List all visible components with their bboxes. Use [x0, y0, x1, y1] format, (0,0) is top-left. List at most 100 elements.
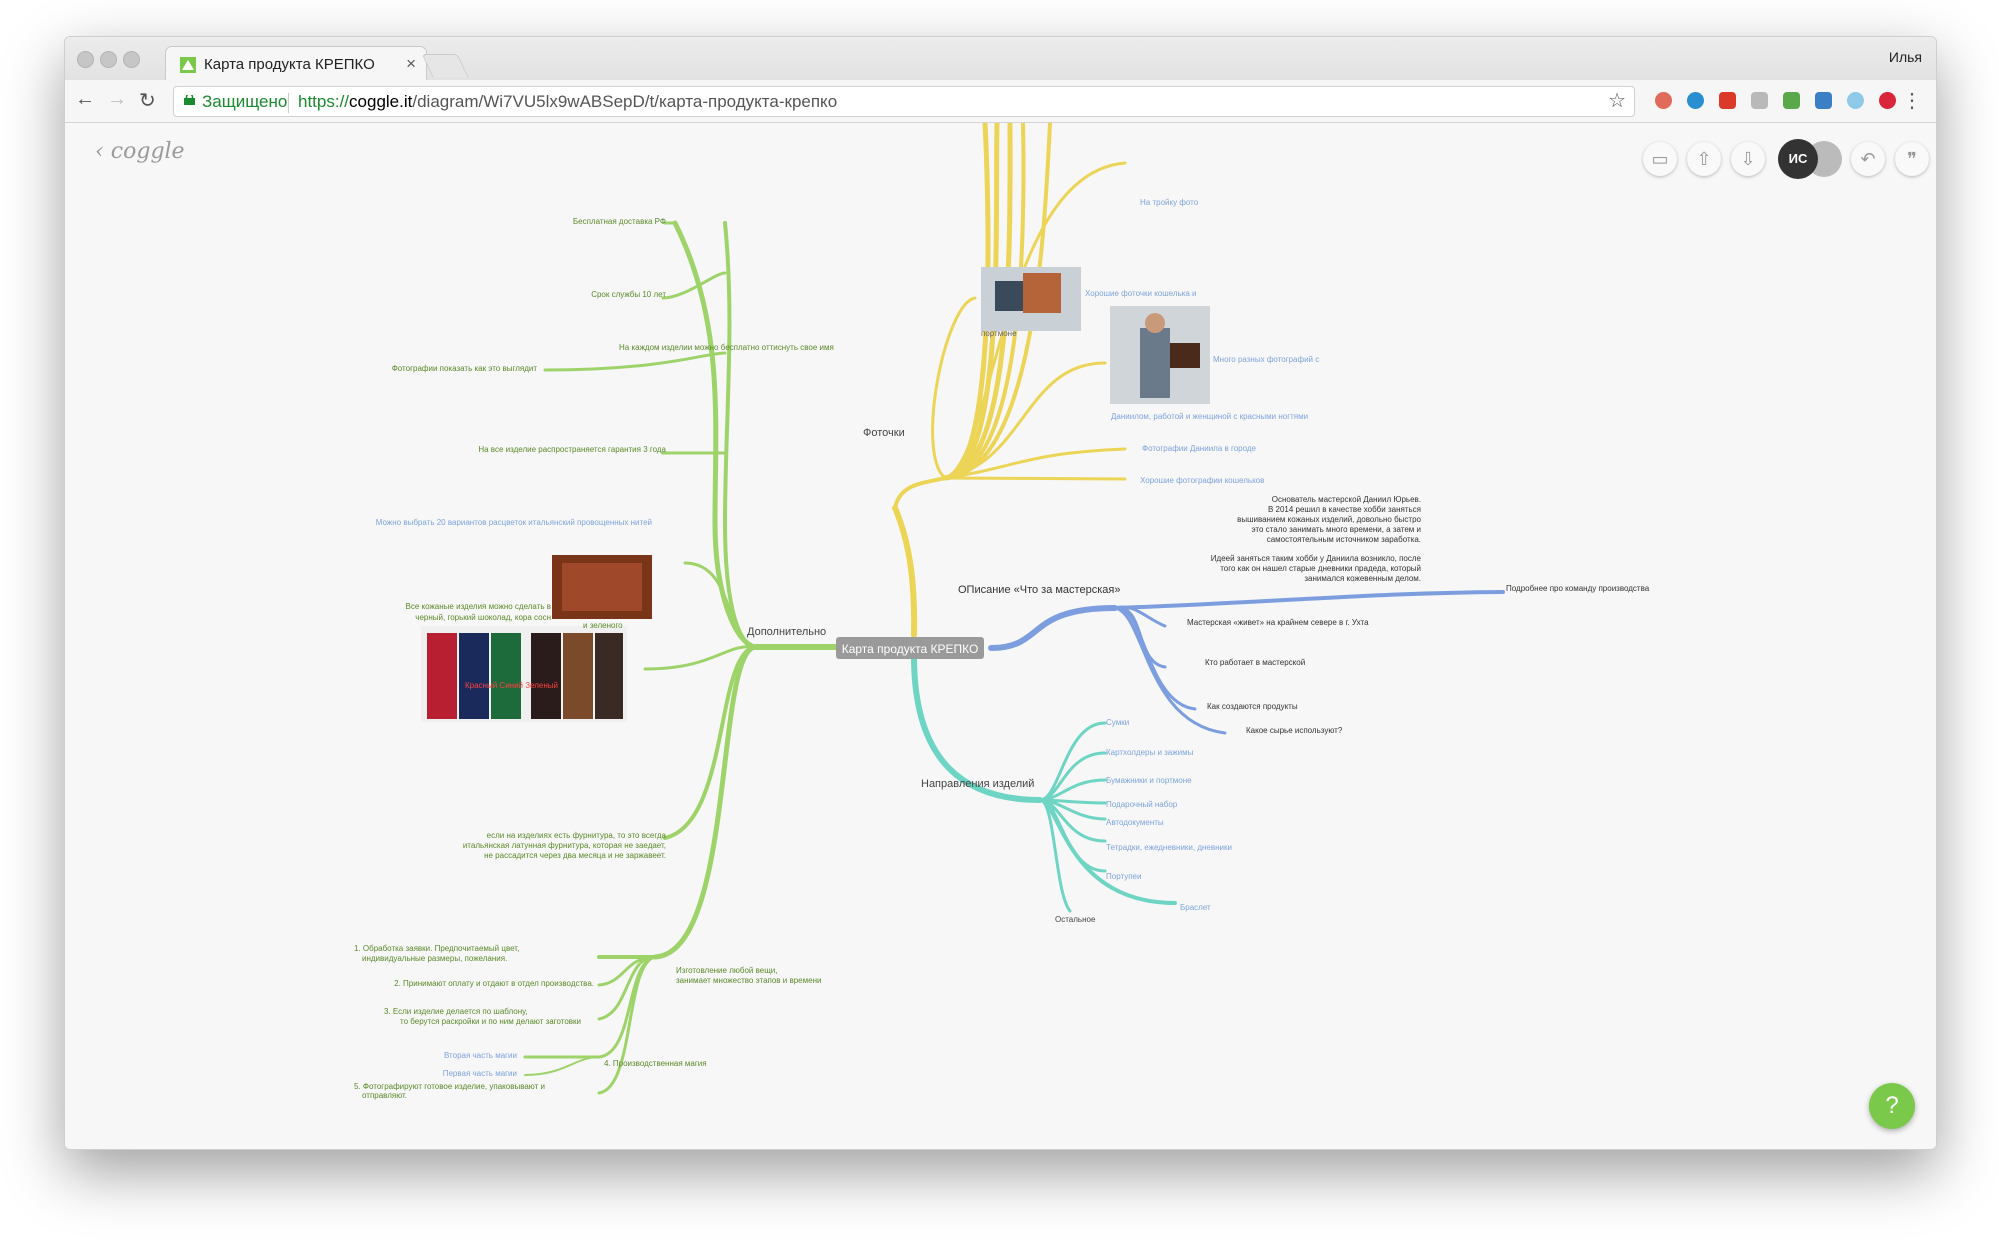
branch-line — [524, 1056, 600, 1076]
extension-chrome-icon[interactable] — [1655, 92, 1672, 109]
bookmark-star-icon[interactable]: ☆ — [1608, 90, 1626, 112]
mindmap[interactable]: Красный Синий Зеленый Карта продукта КРЕ… — [65, 123, 1936, 1149]
extension-pepper-icon[interactable] — [1719, 92, 1736, 109]
url-text[interactable]: https://coggle.it/diagram/Wi7VU5lx9wABSe… — [288, 92, 837, 113]
coggle-canvas[interactable]: ‹ coggle ▭ ⇧ ⇩ ИС ↶ ❞ — [65, 123, 1936, 1149]
forward-arrow-icon[interactable]: → — [107, 88, 127, 110]
bio-line-3: вышиванием кожаных изделий, довольно быс… — [1237, 515, 1421, 524]
minimize-window-button[interactable] — [100, 51, 117, 68]
branch-napravleniya[interactable]: Направления изделий — [921, 778, 1034, 790]
node-team-details[interactable]: Подробнее про команду производства — [1506, 584, 1650, 593]
close-window-button[interactable] — [77, 51, 94, 68]
node-portmone: портмоне — [981, 329, 1017, 338]
photo-wallet-colors[interactable]: Красный Синий Зеленый — [421, 626, 627, 722]
browser-tab[interactable]: Карта продукта КРЕПКО × — [165, 46, 427, 82]
branch-line — [683, 561, 757, 649]
node-autodocs[interactable]: Автодокументы — [1106, 818, 1164, 827]
step-5b: отправляют. — [362, 1091, 407, 1100]
node-warranty[interactable]: На все изделие распространяется гарантия… — [478, 445, 666, 454]
profile-name[interactable]: Илья — [1888, 49, 1922, 65]
node-cardholders[interactable]: Картхолдеры и зажимы — [1106, 748, 1194, 757]
extension-pinterest-icon[interactable] — [1879, 92, 1896, 109]
branch-line — [892, 505, 918, 638]
step-5a[interactable]: 5. Фотографируют готовое изделие, упаков… — [354, 1082, 545, 1091]
node-gift-set[interactable]: Подарочный набор — [1106, 800, 1178, 809]
reload-icon[interactable]: ↻ — [139, 90, 156, 112]
node-colors-3: и зеленого — [583, 621, 623, 630]
node-bags[interactable]: Сумки — [1106, 718, 1129, 727]
branch-line — [643, 645, 757, 671]
branch-line — [1038, 798, 1072, 913]
step-magic-2[interactable]: Вторая часть магии — [444, 1051, 517, 1060]
node-lifetime[interactable]: Срок службы 10 лет — [591, 290, 666, 299]
center-node[interactable]: Карта продукта КРЕПКО — [836, 637, 984, 659]
branch-dopolnitelno[interactable]: Дополнительно — [747, 626, 826, 638]
idea-line-2: того как он нашел старые дневники прадед… — [1220, 564, 1421, 573]
tab-close-icon[interactable]: × — [406, 54, 416, 73]
step-1a[interactable]: 1. Обработка заявки. Предпочитаемый цвет… — [354, 944, 519, 953]
node-wallet-photos[interactable]: Хорошие фотографии кошельков — [1140, 476, 1264, 485]
new-tab-button[interactable] — [421, 54, 469, 77]
node-city-photos[interactable]: Фотографии Даниила в городе — [1142, 444, 1257, 453]
node-making-1[interactable]: Изготовление любой вещи, — [676, 966, 777, 975]
present-icon[interactable]: ▭ — [1643, 142, 1677, 176]
node-engraving[interactable]: На каждом изделии можно бесплатно оттисн… — [619, 343, 834, 352]
extension-telegram-icon[interactable] — [1687, 92, 1704, 109]
comments-icon[interactable]: ❞ — [1895, 142, 1929, 176]
branch-line — [663, 645, 757, 840]
coggle-favicon-icon — [180, 57, 196, 73]
extension-save-icon[interactable] — [1783, 92, 1800, 109]
help-button[interactable]: ? — [1869, 1083, 1915, 1129]
branch-line — [943, 123, 1052, 480]
upload-icon[interactable]: ⇧ — [1687, 142, 1721, 176]
branch-line — [893, 476, 947, 510]
coggle-back-logo[interactable]: ‹ coggle — [95, 139, 185, 164]
branch-fotochki[interactable]: Фоточки — [863, 427, 905, 439]
node-delivery[interactable]: Бесплатная доставка РФ — [573, 217, 666, 226]
node-fittings-1[interactable]: если на изделиях есть фурнитура, то это … — [487, 831, 667, 840]
extension-disk-icon[interactable] — [1815, 92, 1832, 109]
node-notebooks[interactable]: Тетрадки, ежедневники, дневники — [1106, 843, 1232, 852]
photo-stitching[interactable] — [552, 555, 652, 619]
node-wallets[interactable]: Бумажники и портмоне — [1106, 776, 1192, 785]
node-ukhta[interactable]: Мастерская «живет» на крайнем севере в г… — [1187, 618, 1369, 627]
node-who-works[interactable]: Кто работает в мастерской — [1205, 658, 1305, 667]
photo-craftsman[interactable] — [1110, 306, 1210, 404]
step-4[interactable]: 4. Производственная магия — [604, 1059, 707, 1068]
branch-line — [911, 656, 1043, 803]
bio-line-4: это стало занимать много времени, а зате… — [1252, 525, 1421, 534]
address-bar[interactable]: Защищено https://coggle.it/diagram/Wi7VU… — [173, 86, 1635, 117]
node-threads[interactable]: Можно выбрать 20 вариантов расцветок ита… — [376, 518, 652, 527]
extension-reader-icon[interactable] — [1751, 92, 1768, 109]
node-bracelet[interactable]: Браслет — [1180, 903, 1211, 912]
user-avatar[interactable]: ИС — [1778, 139, 1818, 179]
node-fittings-3: не рассадится через два месяца и не зарж… — [484, 851, 666, 860]
branch-opisanie[interactable]: ОПисание «Что за мастерская» — [958, 584, 1120, 596]
node-good-photos[interactable]: Хорошие фоточки кошелька и — [1085, 289, 1197, 298]
branch-line — [652, 644, 758, 960]
node-photos-show[interactable]: Фотографии показать как это выглядит — [392, 364, 538, 373]
node-other[interactable]: Остальное — [1055, 915, 1096, 924]
node-how-made[interactable]: Как создаются продукты — [1207, 702, 1298, 711]
step-3a[interactable]: 3. Если изделие делается по шаблону, — [384, 1007, 528, 1016]
branch-line — [1113, 606, 1197, 711]
node-photo-three[interactable]: На тройку фото — [1140, 198, 1199, 207]
browser-menu-icon[interactable]: ⋮ — [1902, 90, 1922, 112]
step-magic-1[interactable]: Первая часть магии — [443, 1069, 517, 1078]
download-icon[interactable]: ⇩ — [1731, 142, 1765, 176]
step-2[interactable]: 2. Принимают оплату и отдают в отдел про… — [394, 979, 594, 988]
history-icon[interactable]: ↶ — [1851, 142, 1885, 176]
idea-line-1[interactable]: Идеей заняться таким хобби у Даниила воз… — [1211, 554, 1422, 563]
zoom-window-button[interactable] — [123, 51, 140, 68]
branch-line — [1113, 590, 1505, 610]
node-many-photos[interactable]: Много разных фотографий с — [1213, 355, 1319, 364]
back-arrow-icon[interactable]: ← — [75, 88, 95, 110]
node-belts[interactable]: Портупеи — [1106, 872, 1141, 881]
bio-line-1[interactable]: Основатель мастерской Даниил Юрьев. — [1272, 495, 1421, 504]
node-colors-1[interactable]: Все кожаные изделия можно сделать в — [406, 602, 552, 611]
photo-wallet-hands[interactable] — [981, 267, 1081, 331]
secure-label: Защищено — [202, 92, 288, 111]
branch-line — [1113, 606, 1227, 735]
node-materials[interactable]: Какое сырье используют? — [1246, 726, 1343, 735]
extension-globe-icon[interactable] — [1847, 92, 1864, 109]
